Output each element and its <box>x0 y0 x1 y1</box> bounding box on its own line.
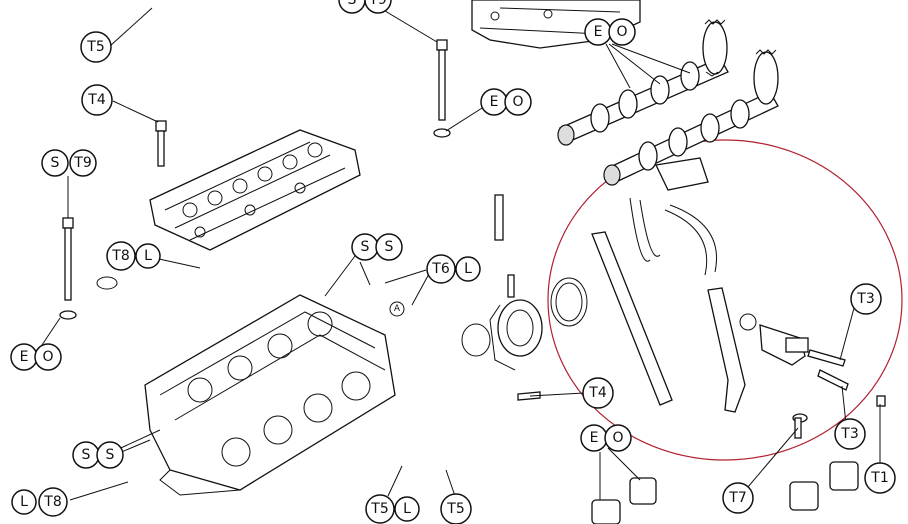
callout-a-marker: A <box>389 301 405 317</box>
callout-t4-top: T4 <box>81 84 113 116</box>
svg-text:T6: T6 <box>431 261 450 277</box>
callout-t7: T7 <box>722 482 754 514</box>
callout-t3-upper: T3 <box>850 283 882 315</box>
head-bolt-left <box>59 217 77 320</box>
chain-guide-bracket <box>655 157 709 191</box>
callout-t8-l: T8 L <box>106 241 161 271</box>
timing-chain-highlight-circle <box>547 139 903 461</box>
callout-s-t9-left: S T9 <box>41 149 97 177</box>
svg-text:L: L <box>464 261 472 277</box>
svg-text:T4: T4 <box>87 92 106 108</box>
svg-text:T8: T8 <box>111 248 129 264</box>
pivot-bolt <box>792 413 808 439</box>
camshaft-carrier <box>149 129 361 251</box>
callout-t1: T1 <box>864 462 896 494</box>
svg-text:E: E <box>590 430 599 446</box>
svg-text:O: O <box>612 430 623 446</box>
svg-text:T8: T8 <box>43 494 61 510</box>
cylinder-head <box>144 294 396 496</box>
callout-ss-upper: S S <box>351 233 403 261</box>
svg-text:T9: T9 <box>73 155 91 171</box>
svg-text:T7: T7 <box>728 490 746 506</box>
callout-eo-camshaft: E O <box>584 18 636 46</box>
o-ring-large <box>461 323 491 357</box>
svg-text:S: S <box>348 0 357 8</box>
svg-text:A: A <box>394 304 401 314</box>
svg-text:T1: T1 <box>870 470 888 486</box>
callout-eo-left: E O <box>10 343 62 371</box>
svg-text:S: S <box>82 447 91 463</box>
svg-text:L: L <box>20 494 28 510</box>
cam-carrier-bolt <box>155 120 167 167</box>
intake-connector <box>489 299 543 371</box>
camshaft-upper <box>557 19 729 146</box>
svg-text:S: S <box>51 155 60 171</box>
tensioner-bolt-lower <box>817 369 849 391</box>
timing-chain <box>629 197 717 276</box>
tensioner-bolt-upper <box>807 349 846 367</box>
svg-text:T3: T3 <box>840 426 858 442</box>
head-bolt-top <box>433 39 451 138</box>
svg-text:S: S <box>106 447 115 463</box>
oil-control-valve <box>494 194 515 298</box>
svg-text:O: O <box>512 94 523 110</box>
svg-text:T5: T5 <box>370 501 388 517</box>
svg-text:S: S <box>385 239 394 255</box>
left-ring <box>96 276 118 290</box>
svg-text:T3: T3 <box>856 291 874 307</box>
bolt-t4-mid <box>517 391 541 401</box>
svg-text:L: L <box>403 501 411 517</box>
svg-text:L: L <box>144 248 152 264</box>
sensor-small <box>876 395 886 407</box>
svg-text:T5: T5 <box>446 501 464 517</box>
camshaft-lower <box>603 49 779 186</box>
callout-s-t9-top: S T9 <box>338 0 392 14</box>
svg-text:T9: T9 <box>368 0 386 8</box>
chain-guide <box>591 231 673 406</box>
svg-text:T5: T5 <box>86 39 104 55</box>
callout-t5-bottom: T5 <box>440 493 472 524</box>
chain-tensioner-lever <box>707 287 746 413</box>
callout-eo-bolt: E O <box>480 88 532 116</box>
svg-text:T4: T4 <box>588 385 607 401</box>
callout-l-t8: L T8 <box>11 487 68 517</box>
callout-eo-bottom: E O <box>580 424 632 452</box>
svg-text:E: E <box>594 24 603 40</box>
callout-t5-top: T5 <box>80 31 112 63</box>
callout-t6-l: T6 L <box>426 254 481 284</box>
hose-clamp <box>550 277 588 327</box>
lifter-buckets <box>591 461 859 524</box>
svg-text:E: E <box>20 349 29 365</box>
callout-ss-lower: S S <box>72 441 124 469</box>
chain-tensioner <box>739 313 809 366</box>
callout-t3-lower: T3 <box>834 418 866 450</box>
svg-text:O: O <box>616 24 627 40</box>
svg-text:O: O <box>42 349 53 365</box>
callout-t4-mid: T4 <box>582 377 614 409</box>
svg-text:E: E <box>490 94 499 110</box>
svg-text:S: S <box>361 239 370 255</box>
callout-t5-l: T5 L <box>365 494 420 524</box>
